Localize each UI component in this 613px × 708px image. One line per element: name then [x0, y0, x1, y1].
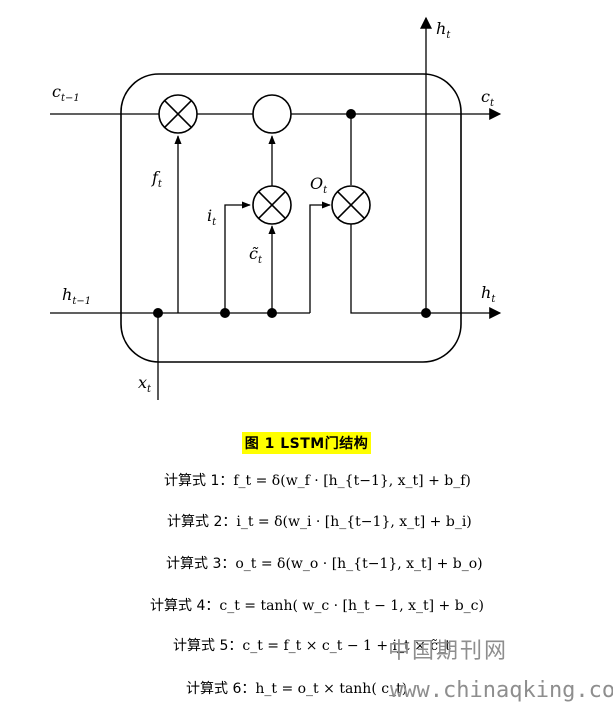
formula-math: o_t = δ(w_o · [h_{t−1}, x_t] + b_o)	[235, 556, 483, 572]
formula-2: 计算式 2：i_t = δ(w_i · [h_{t−1}, x_t] + b_i…	[167, 511, 472, 531]
formula-4: 计算式 4：c_t = tanh( w_c · [h_t − 1, x_t] +…	[150, 595, 484, 615]
figure-caption: 图 1 LSTM门结构	[241, 432, 372, 454]
watermark-cn: 中国期刊网	[388, 639, 509, 664]
label-c-tilde: c̃t	[249, 244, 263, 266]
output-gate-feed-line	[309, 201, 331, 313]
junction-dot	[267, 308, 277, 318]
junction-dot	[421, 308, 431, 318]
label-i-t: it	[207, 206, 217, 228]
formula-label: 计算式 1：	[164, 473, 234, 489]
formula-5: 计算式 5：c_t = f_t × c_t − 1 + i_t × c̃_t	[173, 635, 451, 655]
formula-6: 计算式 6：h_t = o_t × tanh( c_t)	[186, 678, 407, 698]
formula-math: c_t = tanh( w_c · [h_t − 1, x_t] + b_c)	[219, 598, 484, 614]
input-multiply-node	[252, 185, 292, 225]
formula-label: 计算式 5：	[173, 638, 243, 654]
formula-label: 计算式 4：	[150, 598, 220, 614]
label-f-t: ft	[151, 168, 163, 190]
formula-math: h_t = o_t × tanh( c_t)	[255, 681, 408, 697]
output-multiply-node	[331, 185, 371, 225]
junction-dot	[346, 109, 356, 119]
forget-multiply-node	[158, 94, 198, 134]
formula-math: c_t = f_t × c_t − 1 + i_t × c̃_t	[242, 638, 451, 654]
formula-label: 计算式 3：	[166, 556, 236, 572]
formula-3: 计算式 3：o_t = δ(w_o · [h_{t−1}, x_t] + b_o…	[166, 553, 483, 573]
label-x-t: xt	[138, 373, 152, 395]
junction-dot	[220, 308, 230, 318]
label-h-prev: ht−1	[62, 285, 91, 307]
lstm-diagram: ct−1 ct ht ht−1 ht xt ft it Ot c̃t	[50, 16, 502, 400]
label-c-t: ct	[481, 87, 495, 109]
formula-math: f_t = δ(w_f · [h_{t−1}, x_t] + b_f)	[233, 473, 471, 489]
lstm-cell-box	[120, 73, 462, 363]
junction-dot	[153, 308, 163, 318]
label-h-top: ht	[436, 19, 451, 41]
label-c-prev: ct−1	[52, 82, 80, 104]
formula-label: 计算式 2：	[167, 514, 237, 530]
formula-label: 计算式 6：	[186, 681, 256, 697]
watermark-url: www.chinaqking.com	[390, 678, 613, 703]
formula-1: 计算式 1：f_t = δ(w_f · [h_{t−1}, x_t] + b_f…	[164, 470, 471, 490]
input-gate-arrow	[224, 201, 251, 313]
label-o-t: Ot	[310, 174, 328, 196]
formula-math: i_t = δ(w_i · [h_{t−1}, x_t] + b_i)	[236, 514, 472, 530]
add-node	[252, 94, 292, 134]
label-h-t: ht	[481, 283, 496, 305]
hidden-output-line	[350, 223, 502, 319]
